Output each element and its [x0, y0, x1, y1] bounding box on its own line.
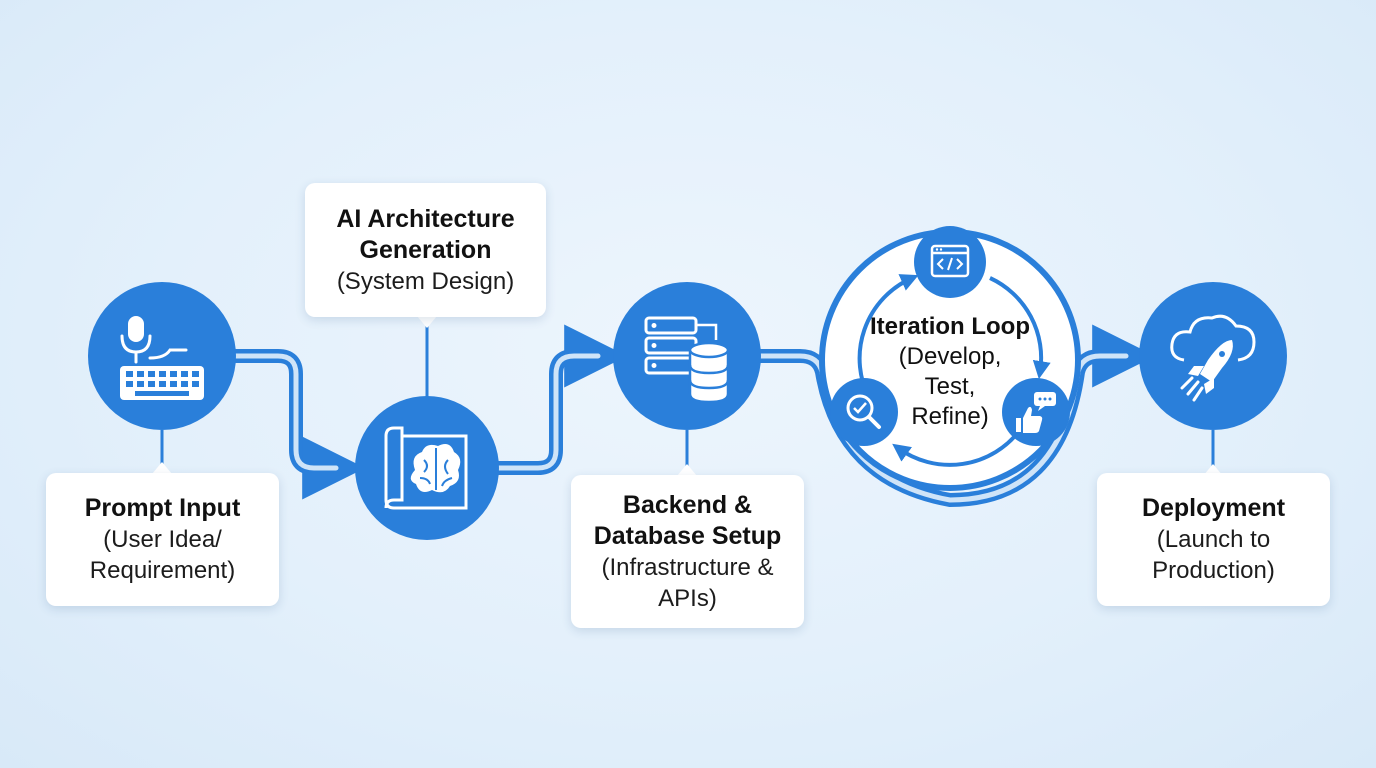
step2-subtitle: (System Design) [336, 267, 515, 295]
loop-arrow-bottom [892, 428, 1022, 467]
brain-blueprint-icon [384, 426, 468, 510]
iteration-loop [819, 226, 1081, 491]
step5-subtitle: (Launch to Production) [1152, 526, 1275, 584]
step4-subtitle: (Develop, Test, Refine) [898, 343, 1002, 430]
flow-arrow-1 [229, 349, 366, 500]
flow-arrow-2 [491, 324, 628, 475]
step5-card: Deployment (Launch to Production) [1097, 473, 1330, 606]
step3-node [613, 282, 761, 430]
step4-title: Iteration Loop [870, 313, 1030, 340]
step3-card: Backend & Database Setup (Infrastructure… [571, 475, 804, 628]
server-database-icon [644, 316, 730, 404]
step5-node [1139, 282, 1287, 430]
cloud-rocket-icon [1170, 314, 1256, 402]
loop-arrow-right [989, 276, 1051, 380]
step3-subtitle: (Infrastructure & APIs) [601, 553, 774, 612]
microphone-keyboard-icon [120, 316, 204, 400]
step1-title: Prompt Input [84, 494, 241, 522]
step4-label: Iteration Loop (Develop, Test, Refine) [850, 312, 1050, 432]
thumbs-up-chat-icon [1002, 378, 1070, 446]
step2-card: AI Architecture Generation (System Desig… [305, 183, 546, 317]
step3-title: Backend & Database Setup [593, 490, 782, 550]
step1-card: Prompt Input (User Idea/ Requirement) [46, 473, 279, 606]
step5-title: Deployment [1141, 494, 1286, 522]
step3-circle [613, 282, 761, 430]
magnifier-check-icon [830, 378, 898, 446]
step2-node [355, 396, 499, 540]
step1-subtitle: (User Idea/ Requirement) [89, 526, 236, 584]
step1-node [88, 282, 236, 430]
step2-title: AI Architecture Generation [336, 204, 515, 264]
code-window-icon [914, 226, 986, 298]
